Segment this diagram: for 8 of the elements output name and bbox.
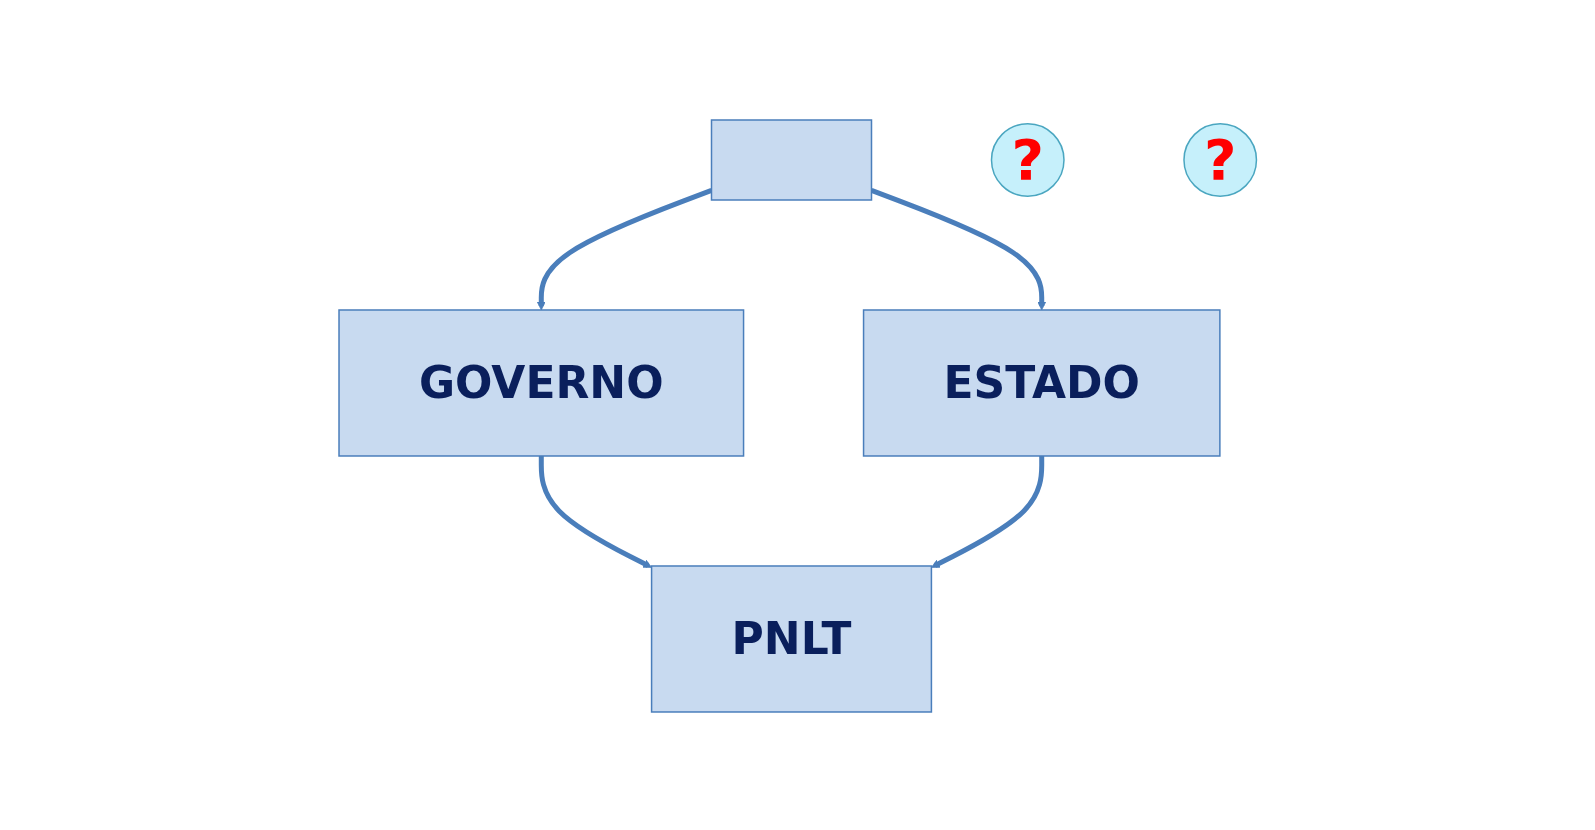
- node-box: [710, 119, 872, 201]
- node-box: ESTADO: [862, 309, 1221, 457]
- node-box: GOVERNO: [338, 309, 745, 457]
- node-box: PNLT: [650, 565, 932, 713]
- node-circle: ?: [1183, 123, 1257, 197]
- node-circle: ?: [990, 123, 1065, 197]
- arrow: [538, 456, 652, 568]
- arrow: [930, 456, 1044, 568]
